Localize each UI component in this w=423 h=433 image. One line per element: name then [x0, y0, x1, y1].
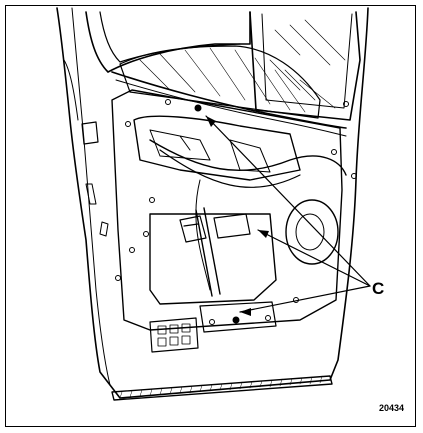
callout-leader-1: [205, 115, 371, 287]
belt-line-seal: [111, 71, 347, 129]
cable-run-2: [159, 149, 301, 188]
reference-number: 20434: [379, 403, 405, 413]
lower-access-opening: [149, 213, 277, 305]
callout-label-c: C: [372, 279, 385, 298]
bottom-seal-strip: [111, 375, 333, 401]
window-frame-inner: [99, 11, 241, 63]
inner-panel-outline: [111, 89, 343, 331]
door-left-flange: [63, 59, 79, 121]
grille-block: [149, 317, 199, 353]
upper-mechanism: [149, 129, 271, 173]
bottom-seal-texture: [119, 375, 323, 399]
glass-hatching: [139, 47, 306, 113]
upper-access-opening: [133, 115, 301, 181]
grille-slots: [157, 323, 191, 347]
callout-leader-3: [239, 285, 371, 313]
belt-line-seal-lower: [115, 79, 347, 137]
cable-run: [149, 139, 347, 176]
window-frame-outer: [85, 11, 251, 73]
callout-leaders: [205, 115, 371, 313]
left-hinge: [81, 121, 99, 145]
door-inner-edge-left: [71, 7, 111, 386]
figure-frame: [5, 5, 416, 427]
speaker-outer: [285, 199, 339, 265]
window-pillar-inner: [261, 13, 353, 109]
window-regulator-rail: [195, 207, 221, 297]
regulator-clip: [213, 213, 251, 239]
window-glass: [119, 45, 321, 119]
cable-run-3: [195, 179, 211, 291]
lower-recess: [199, 301, 277, 333]
fixing-holes: [115, 99, 357, 325]
callout-arrowheads: [206, 116, 269, 316]
callout-leader-2: [257, 229, 371, 287]
left-lower-hole: [99, 221, 109, 237]
quarter-glass-hatching: [269, 19, 346, 109]
door-outer-outline: [56, 7, 369, 399]
left-slot: [85, 183, 97, 205]
speaker-inner: [295, 213, 325, 251]
regulator-motor: [179, 215, 207, 243]
window-pillar: [249, 11, 361, 121]
